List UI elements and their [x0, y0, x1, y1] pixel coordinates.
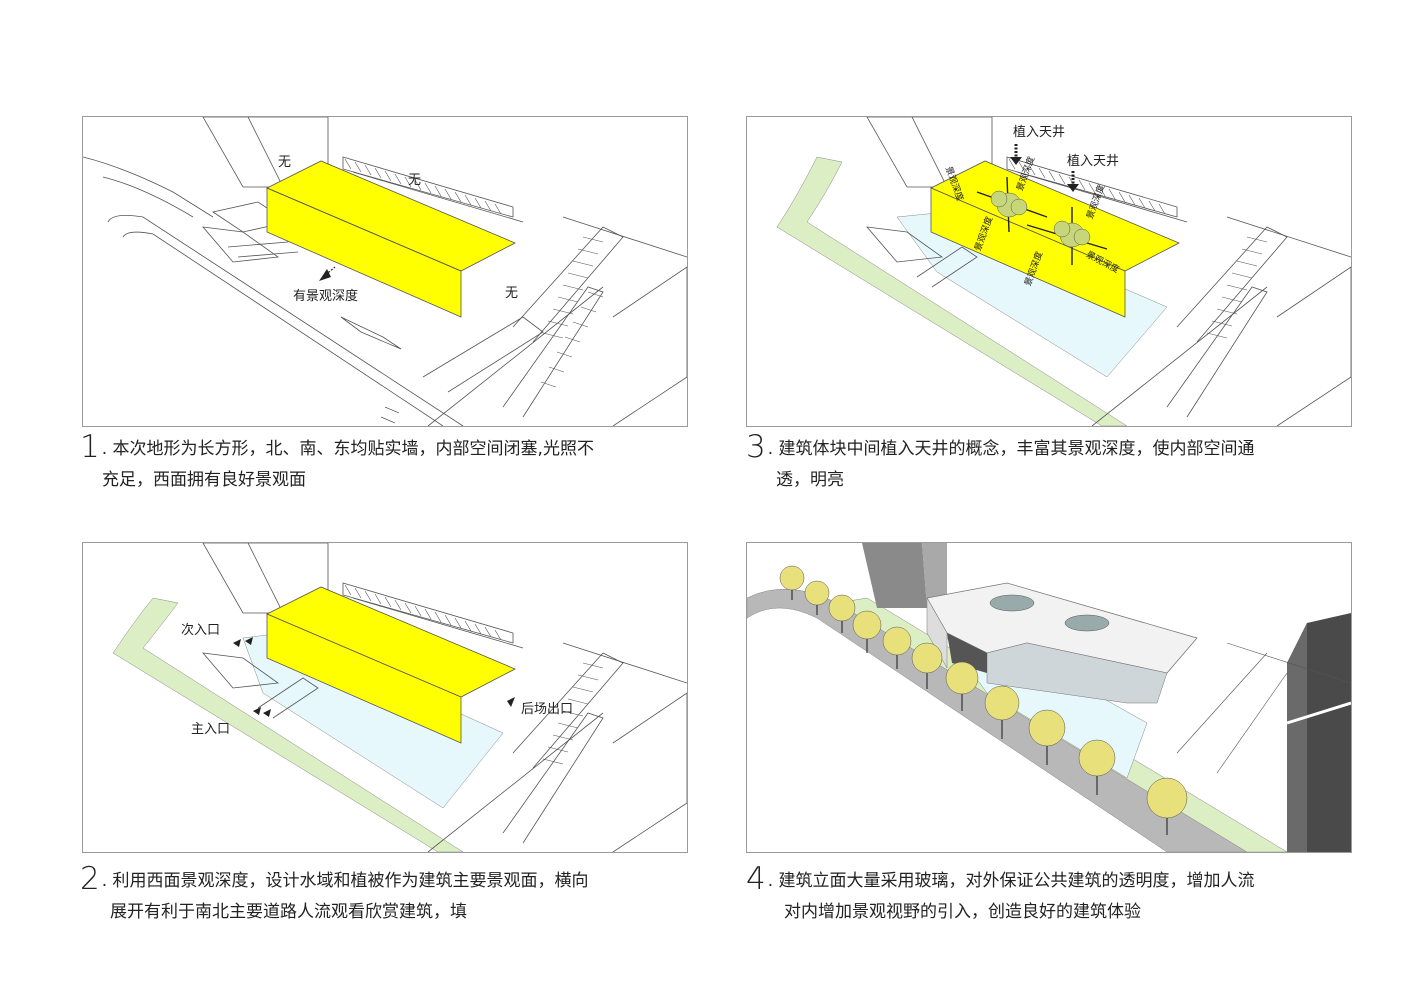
label-rear-exit: 后场出口: [521, 702, 574, 717]
label-atrium-2: 植入天井: [1067, 154, 1120, 169]
diagram-panel-2: 次入口 主入口 后场出口: [82, 542, 688, 853]
building-mass-3: [930, 160, 1180, 318]
diagram-panel-3: 植入天井 植入天井 景观深度 景观深度 景观深度 景观深度 景观深度 景观深度: [746, 116, 1352, 427]
building-mass-1: [266, 160, 516, 318]
caption-4: 4. 建筑立面大量采用玻璃，对外保证公共建筑的透明度，增加人流 对内增加景观视野…: [746, 861, 1255, 923]
building-mass-2: [266, 586, 516, 744]
tree-row: [779, 565, 1188, 835]
arrow-down-icon-1: [1010, 144, 1022, 165]
caption-2: 2. 利用西面景观深度，设计水域和植被作为建筑主要景观面，横向 展开有利于南北主…: [80, 861, 589, 923]
diagram-panel-4: [746, 542, 1352, 853]
label-atrium-1: 植入天井: [1013, 125, 1066, 140]
arrow-west-icon: [319, 266, 336, 281]
label-main-entry: 主入口: [191, 722, 231, 737]
site-plan-drawing-3: [776, 117, 1351, 426]
label-none-north: 无: [278, 155, 292, 170]
caption-1: 1. 本次地形为长方形，北、南、东均贴实墙，内部空间闭塞,光照不 充足，西面拥有…: [80, 429, 594, 491]
diagram-panel-1: 无 无 无 有景观深度: [82, 116, 688, 427]
entry-arrow-icons: [233, 637, 515, 717]
site-plan-drawing-1: [83, 117, 687, 426]
arrow-down-icon-2: [1067, 171, 1079, 192]
caption-3: 3. 建筑体块中间植入天井的概念，丰富其景观深度，使内部空间通 透，明亮: [746, 429, 1255, 491]
label-none-east: 无: [505, 286, 519, 301]
label-none-north2: 无: [408, 173, 422, 188]
label-secondary-entry: 次入口: [181, 623, 221, 638]
site-plan-drawing-2: [112, 543, 687, 852]
rendered-perspective-4: [747, 543, 1351, 852]
atrium-trees: [990, 190, 1091, 248]
label-west-view: 有景观深度: [293, 289, 359, 304]
